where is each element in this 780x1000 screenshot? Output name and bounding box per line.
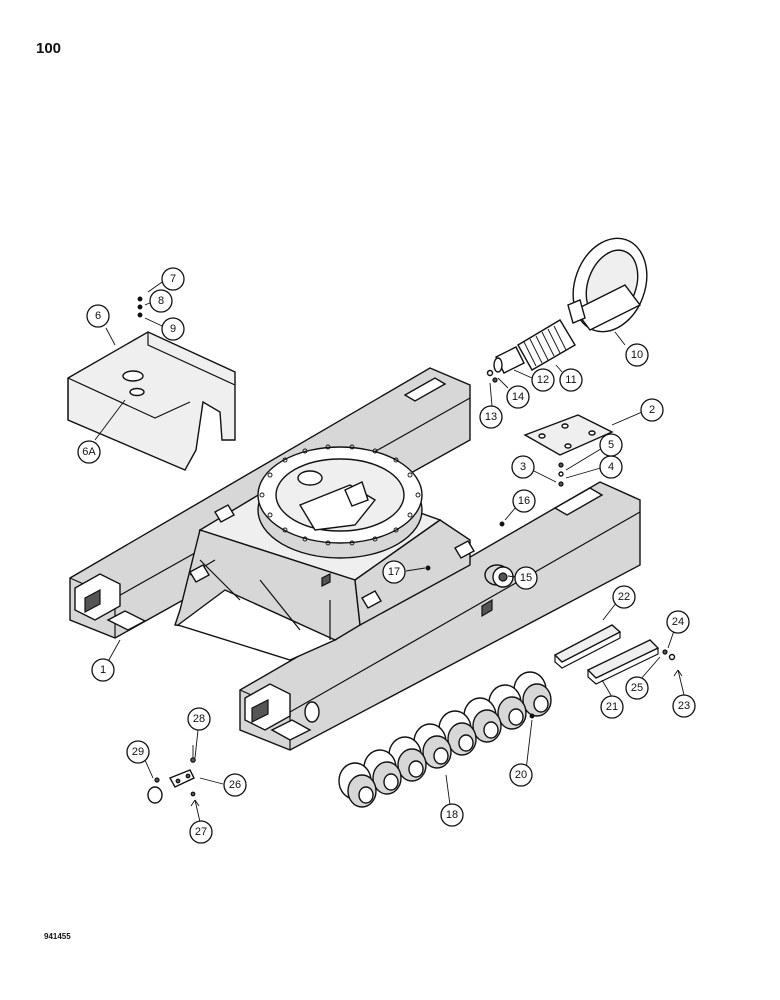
callout-2: 2: [640, 398, 664, 422]
callout-5: 5: [599, 433, 623, 457]
callout-7: 7: [161, 267, 185, 291]
svg-text:23: 23: [678, 700, 690, 712]
callout-26: 26: [223, 773, 247, 797]
svg-text:18: 18: [446, 809, 458, 821]
svg-text:8: 8: [158, 295, 164, 307]
svg-text:12: 12: [537, 374, 549, 386]
wear-strip-upper-part: [553, 624, 622, 669]
callout-6a: 6A: [77, 440, 101, 464]
callout-9: 9: [161, 317, 185, 341]
svg-text:9: 9: [170, 323, 176, 335]
callout-8: 8: [149, 289, 173, 313]
callout-15: 15: [514, 566, 538, 590]
callout-4: 4: [599, 455, 623, 479]
svg-text:5: 5: [608, 439, 614, 451]
leader-lines: [94, 279, 685, 823]
track-frame-part: [69, 367, 641, 751]
svg-text:1: 1: [100, 664, 106, 676]
svg-text:20: 20: [515, 769, 527, 781]
svg-text:27: 27: [195, 826, 207, 838]
callout-14: 14: [506, 385, 530, 409]
callout-6: 6: [86, 304, 110, 328]
adjuster-cylinder-part: [486, 346, 525, 383]
callout-21: 21: [600, 695, 624, 719]
callout-17: 17: [382, 560, 406, 584]
svg-text:6: 6: [95, 310, 101, 322]
callout-16: 16: [512, 489, 536, 513]
callout-28: 28: [187, 707, 211, 731]
svg-text:6A: 6A: [82, 446, 96, 458]
callout-27: 27: [189, 820, 213, 844]
callout-20: 20: [509, 763, 533, 787]
callout-25: 25: [625, 676, 649, 700]
svg-text:3: 3: [520, 461, 526, 473]
callout-10: 10: [625, 343, 649, 367]
recoil-spring-part: [517, 319, 576, 371]
svg-text:7: 7: [170, 273, 176, 285]
idler-assembly-part: [567, 237, 648, 333]
svg-text:16: 16: [518, 495, 530, 507]
svg-text:10: 10: [631, 349, 643, 361]
svg-text:24: 24: [672, 616, 684, 628]
svg-text:22: 22: [618, 591, 630, 603]
callout-29: 29: [126, 740, 150, 764]
svg-text:26: 26: [229, 779, 241, 791]
callout-18: 18: [440, 803, 464, 827]
carrier-roller-part: [484, 564, 514, 588]
svg-text:28: 28: [193, 713, 205, 725]
guard-bracket-part: [147, 757, 196, 804]
wear-strip-lower-part: [586, 639, 676, 685]
callout-1: 1: [91, 658, 115, 682]
svg-text:4: 4: [608, 461, 614, 473]
callout-13: 13: [479, 405, 503, 429]
callout-12: 12: [531, 368, 555, 392]
cover-plate-part: [523, 414, 614, 487]
page-number: 100: [36, 40, 62, 57]
callout-24: 24: [666, 610, 690, 634]
svg-text:21: 21: [606, 701, 618, 713]
frame-cover-part: [67, 331, 236, 471]
callout-23: 23: [672, 694, 696, 718]
svg-text:11: 11: [565, 374, 576, 386]
svg-text:29: 29: [132, 746, 144, 758]
svg-text:25: 25: [631, 682, 643, 694]
track-rollers-part: [338, 671, 552, 808]
callout-22: 22: [612, 585, 636, 609]
svg-text:14: 14: [512, 391, 524, 403]
figure-code: 941455: [44, 932, 71, 941]
svg-text:15: 15: [520, 572, 532, 584]
svg-text:2: 2: [649, 404, 655, 416]
callout-11: 11: [559, 368, 583, 392]
callout-3: 3: [511, 455, 535, 479]
svg-text:13: 13: [485, 411, 497, 423]
svg-text:17: 17: [388, 566, 400, 578]
